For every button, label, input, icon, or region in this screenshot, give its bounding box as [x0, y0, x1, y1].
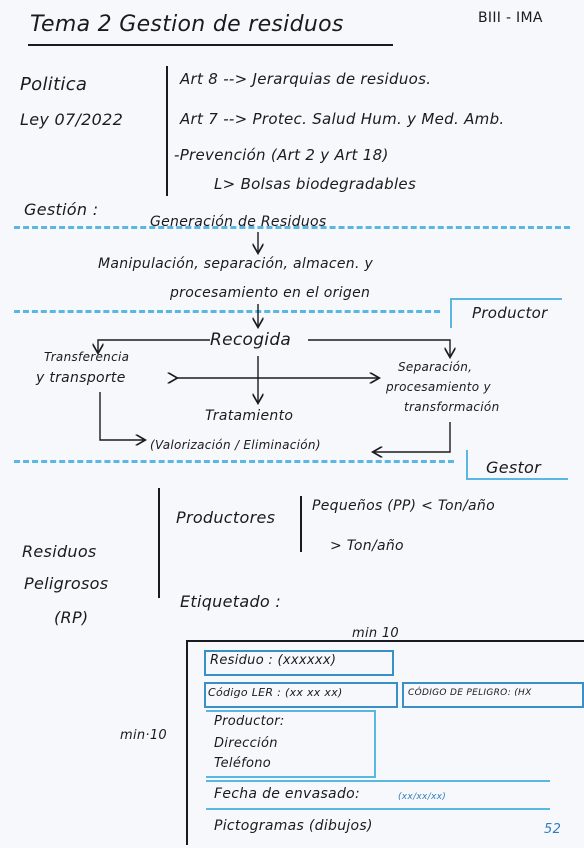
- separacion-text-2: procesamiento y: [386, 380, 491, 394]
- rp-label-1: Residuos: [22, 542, 97, 561]
- telefono-field: Teléfono: [214, 756, 272, 771]
- label-top-rule: [186, 640, 584, 642]
- dashed-divider-2: [14, 310, 440, 313]
- tratamiento-text: Tratamiento: [205, 408, 294, 424]
- min-side-label: min·10: [120, 728, 167, 743]
- valorizacion-text: (Valorización / Eliminación): [150, 438, 321, 452]
- productores-bracket: [300, 496, 302, 552]
- productor-tag: Productor: [472, 304, 548, 322]
- productor-tag-box: [450, 298, 562, 328]
- residuo-box: [204, 650, 394, 676]
- productor-field: Productor:: [214, 714, 285, 729]
- subject-tag: BIII - IMA: [478, 10, 543, 26]
- dashed-divider-1: [14, 226, 570, 229]
- separacion-text-3: transformación: [404, 400, 500, 414]
- codigo-peligro-box: [402, 682, 584, 708]
- separacion-text-1: Separación,: [398, 360, 473, 374]
- ley-label: Ley 07/2022: [20, 110, 124, 129]
- recogida-text: Recogida: [210, 330, 292, 350]
- residuo-text: Residuo : (xxxxxx): [210, 653, 337, 668]
- pequenos-text: Pequeños (PP) < Ton/año: [312, 498, 495, 514]
- codigo-ler-text: Código LER : (xx xx xx): [208, 686, 343, 699]
- fecha-value: (xx/xx/xx): [398, 792, 447, 802]
- label-left-rule: [186, 640, 188, 845]
- gestor-tag: Gestor: [486, 458, 542, 477]
- gestion-label: Gestión :: [24, 200, 99, 219]
- politica-bracket: [166, 66, 168, 196]
- rp-label-3: (RP): [54, 608, 89, 627]
- politica-item-art7: Art 7 --> Protec. Salud Hum. y Med. Amb.: [180, 110, 505, 128]
- line-recogida-separacion: [308, 339, 450, 356]
- politica-label: Politica: [20, 74, 88, 95]
- rp-bracket: [158, 488, 160, 598]
- page-number: 52: [544, 822, 562, 837]
- codigo-peligro-text: CÓDIGO DE PELIGRO: (HX: [408, 688, 532, 698]
- manipulacion-text: Manipulación, separación, almacen. y: [98, 256, 374, 272]
- rp-label-2: Peligrosos: [24, 574, 109, 593]
- line-separacion-valorizacion: [374, 422, 451, 452]
- line-recogida-transferencia: [98, 339, 210, 352]
- transferencia-text-2: y transporte: [36, 370, 126, 386]
- pictogramas-field: Pictogramas (dibujos): [214, 818, 373, 834]
- dashed-divider-3: [14, 460, 454, 463]
- fecha-top-rule: [206, 780, 550, 782]
- etiquetado-text: Etiquetado :: [180, 592, 282, 611]
- politica-item-art8: Art 8 --> Jerarquias de residuos.: [180, 70, 432, 88]
- direccion-field: Dirección: [214, 736, 278, 751]
- line-transfer-valorizacion: [99, 392, 144, 440]
- grandes-text: > Ton/año: [330, 538, 404, 554]
- page-title: Tema 2 Gestion de residuos: [30, 12, 344, 37]
- transferencia-text-1: Transferencia: [44, 350, 130, 364]
- title-underline: [28, 44, 393, 46]
- productor-info-box: [206, 710, 376, 778]
- productores-text: Productores: [176, 508, 276, 527]
- min-top-label: min 10: [352, 626, 399, 641]
- fecha-bottom-rule: [206, 808, 550, 810]
- generacion-text: Generación de Residuos: [150, 214, 327, 230]
- politica-item-bolsas: L> Bolsas biodegradables: [214, 175, 417, 193]
- procesamiento-text: procesamiento en el origen: [170, 285, 371, 301]
- fecha-field: Fecha de envasado:: [214, 786, 361, 802]
- gestor-tag-box: [466, 450, 568, 480]
- codigo-ler-box: [204, 682, 398, 708]
- politica-item-prevencion: -Prevención (Art 2 y Art 18): [174, 146, 389, 164]
